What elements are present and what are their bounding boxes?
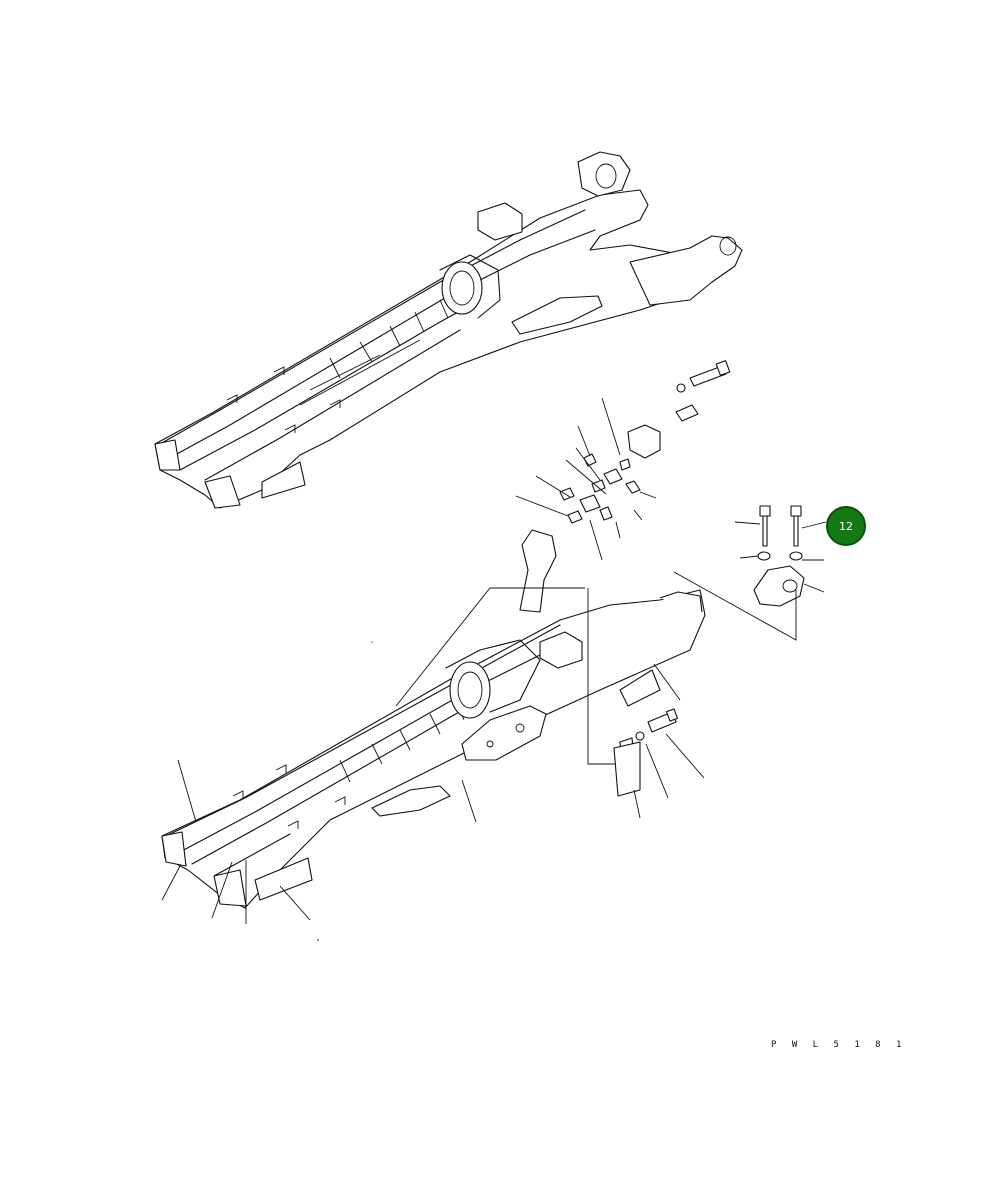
lower-hardware-group — [613, 708, 705, 819]
exploded-hardware-group — [515, 360, 731, 561]
upper-track-frame — [154, 151, 743, 509]
callout-badge-label: 12 — [839, 520, 853, 533]
callout-badge-circle — [826, 506, 866, 546]
drawing-code: P W L 5 1 8 1 — [771, 1040, 907, 1050]
callout-badge-12[interactable]: 12 — [826, 506, 866, 546]
lower-track-frame — [161, 529, 706, 924]
bolt-callout-group — [673, 505, 827, 641]
